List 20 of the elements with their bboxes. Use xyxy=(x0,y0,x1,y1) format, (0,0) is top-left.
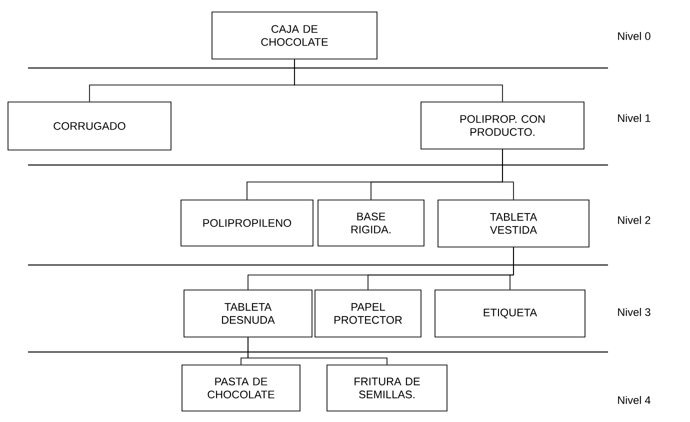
part-box: ETIQUETA xyxy=(434,290,586,338)
part-box: TABLETA DESNUDA xyxy=(184,290,312,338)
part-box: POLIPROP. CON PRODUCTO. xyxy=(420,102,584,150)
level-label: Nivel 2 xyxy=(618,216,650,224)
level-label: Nivel 0 xyxy=(618,32,650,40)
level-label: Nivel 4 xyxy=(618,396,650,404)
level-label: Nivel 3 xyxy=(618,308,650,316)
level-label: Nivel 1 xyxy=(618,114,650,122)
connector-line xyxy=(502,149,514,200)
connector-line xyxy=(294,59,503,102)
part-box: CAJA DE CHOCOLATE xyxy=(212,12,378,60)
part-box: PAPEL PROTECTOR xyxy=(314,290,422,338)
part-box: TABLETA VESTIDA xyxy=(438,200,590,248)
part-box: FRITURA DE SEMILLAS. xyxy=(326,364,448,412)
part-box: BASE RIGIDA. xyxy=(318,200,424,246)
part-box: POLIPROPILENO xyxy=(180,200,314,246)
part-box: CORRUGADO xyxy=(8,102,172,150)
part-box: PASTA DE CHOCOLATE xyxy=(182,364,300,412)
connector-line xyxy=(510,247,514,290)
connector-line xyxy=(248,337,388,365)
